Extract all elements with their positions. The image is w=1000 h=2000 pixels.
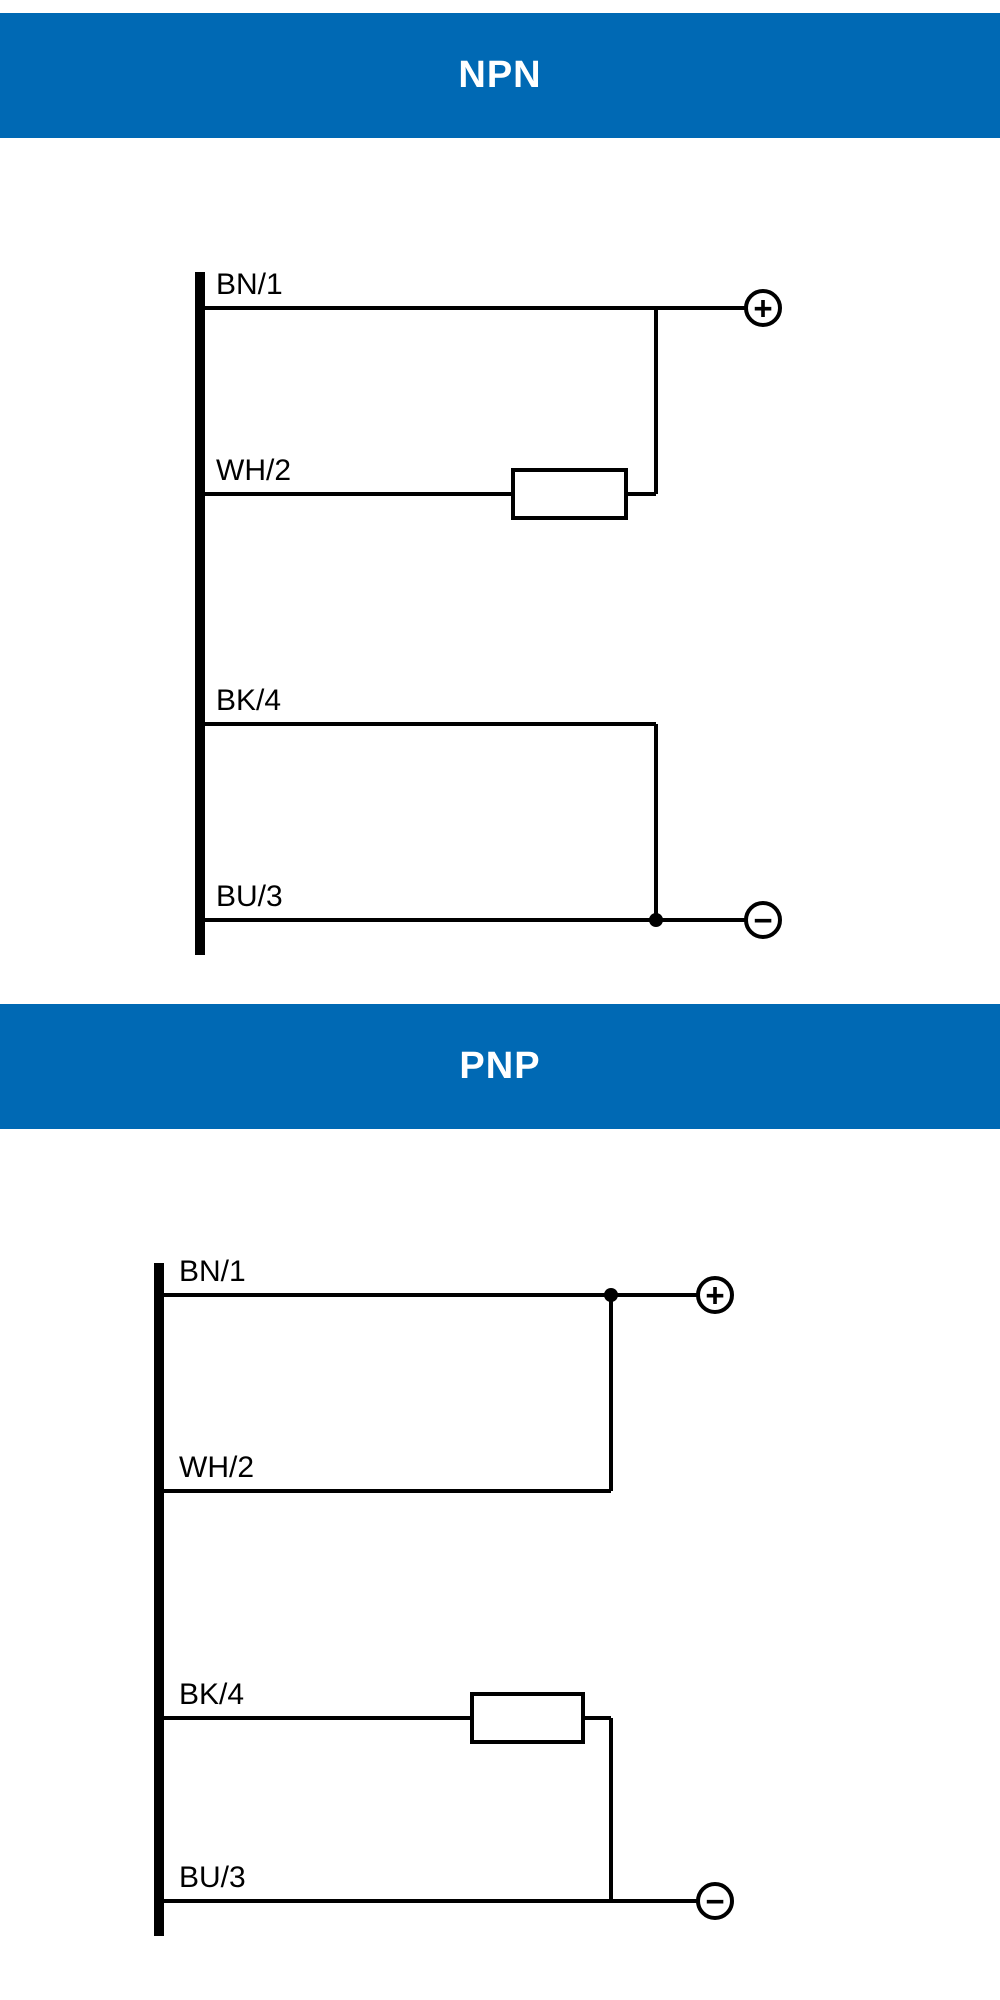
pnp-header-bar: PNP <box>0 1004 1000 1129</box>
pnp-title: PNP <box>459 1045 541 1087</box>
pnp-wiring-diagram: BN/1 + WH/2 BK/4 BU/3 − <box>154 1255 734 1936</box>
pnp-wire-label-bu3: BU/3 <box>179 1861 246 1894</box>
npn-wire-label-bk4: BK/4 <box>216 684 281 717</box>
npn-bus-bar <box>195 272 205 955</box>
npn-wire-label-bn1: BN/1 <box>216 268 283 301</box>
npn-plus-symbol: + <box>753 290 772 327</box>
pnp-wire-label-wh2: WH/2 <box>179 1451 254 1484</box>
pnp-plus-symbol: + <box>705 1277 724 1314</box>
npn-header-bar: NPN <box>0 13 1000 138</box>
npn-title: NPN <box>458 54 542 96</box>
pnp-wire-label-bk4: BK/4 <box>179 1678 244 1711</box>
pnp-minus-symbol: − <box>705 1883 724 1920</box>
npn-wire-label-wh2: WH/2 <box>216 454 291 487</box>
npn-wire-label-bu3: BU/3 <box>216 880 283 913</box>
pnp-bus-bar <box>154 1263 164 1936</box>
pnp-load-resistor-icon <box>470 1692 585 1744</box>
npn-wiring-diagram: BN/1 + WH/2 BK/4 BU/3 − <box>195 268 782 955</box>
npn-minus-terminal-icon <box>744 901 782 939</box>
pnp-plus-terminal-icon <box>696 1276 734 1314</box>
npn-minus-junction-dot <box>649 913 663 927</box>
pnp-minus-terminal-icon <box>696 1882 734 1920</box>
npn-plus-terminal-icon <box>744 289 782 327</box>
pnp-wire-label-bn1: BN/1 <box>179 1255 246 1288</box>
npn-load-resistor-icon <box>511 468 628 520</box>
npn-minus-symbol: − <box>753 902 772 939</box>
